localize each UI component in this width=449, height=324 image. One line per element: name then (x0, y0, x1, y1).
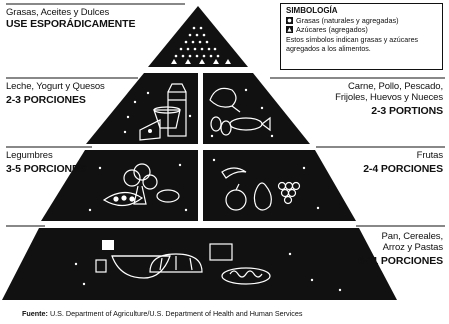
pasta-plate-icon (221, 267, 271, 285)
tier-vegetables (41, 150, 198, 221)
label-guide-lines (6, 3, 445, 227)
apple-icon (225, 183, 247, 211)
tier-label-meat: Carne, Pollo, Pescado, Frijoles, Huevos … (335, 81, 443, 118)
tier-name: Grasas, Aceites y Dulces (6, 7, 110, 18)
tier-label-fruits: Frutas 2-4 PORCIONES (363, 150, 443, 175)
top-tier-symbols (171, 26, 231, 64)
tier-label-vegetables: Legumbres 3-5 PORCIONES (6, 150, 86, 175)
cheese-icon (139, 119, 161, 141)
tier-servings: USE ESPORÁDICAMENTE (6, 17, 136, 30)
banana-icon (221, 167, 247, 179)
cereal-bowl-icon (111, 255, 171, 279)
tier-name: Leche, Yogurt y Quesos (6, 81, 105, 92)
tier-label-dairy: Leche, Yogurt y Quesos 2-3 PORCIONES (6, 81, 105, 106)
yogurt-icon (153, 106, 181, 129)
vegetable-foods (88, 163, 188, 212)
source-credit: Fuente: U.S. Department of Agriculture/U… (22, 309, 302, 318)
sugar-symbol-icon (286, 26, 293, 34)
meat-foods (209, 87, 274, 138)
source-label: Fuente: (22, 309, 48, 318)
legend-title: SIMBOLOGÍA (286, 6, 338, 15)
legend-sugar-label: Azúcares (agregados) (296, 25, 368, 35)
tier-grains (2, 228, 397, 300)
grapes-icon (277, 181, 301, 205)
pear-icon (253, 182, 272, 211)
tier-name-line-2: Arroz y Pastas (382, 241, 443, 253)
legend: SIMBOLOGÍA Grasas (naturales y agregadas… (280, 3, 443, 70)
pea-pod-icon (102, 191, 144, 207)
legend-note: Estos símbolos indican grasas y azúcares… (286, 36, 419, 53)
fruit-foods (212, 158, 320, 211)
tier-name-line-1: Carne, Pollo, Pescado, (348, 81, 443, 92)
dairy-foods (123, 83, 192, 141)
legend-row-sugars: Azúcares (agregados) (286, 25, 437, 34)
tier-name: Legumbres (6, 150, 53, 161)
tier-servings: 2-3 PORTIONS (371, 105, 443, 118)
tier-servings: 2-3 PORCIONES (6, 93, 86, 106)
tier-fruits (203, 150, 356, 221)
tier-servings: 2-4 PORCIONES (363, 162, 443, 175)
bread-loaf-icon (149, 253, 203, 273)
chicken-icon (209, 87, 241, 113)
legend-row-fats: Grasas (naturales y agregadas) (286, 16, 437, 25)
source-text: U.S. Department of Agriculture/U.S. Depa… (49, 309, 303, 318)
tier-servings: 3-5 PORCIONES (6, 162, 86, 175)
grain-foods (74, 240, 342, 292)
fat-symbol-icon (286, 17, 293, 25)
tier-label-fats: Grasas, Aceites y Dulces USE ESPORÁDICAM… (6, 7, 136, 30)
tier-servings: 6-11 PORCIONES (358, 255, 443, 268)
tier-fats-oils-sweets (148, 6, 248, 67)
tier-name: Frutas (416, 150, 443, 161)
tier-name-line-2: Frijoles, Huevos y Nueces (335, 91, 443, 103)
tier-meat (203, 73, 310, 144)
egg-icon (210, 116, 232, 136)
legend-fat-label: Grasas (naturales y agregadas) (296, 16, 399, 25)
tier-label-grains: Pan, Cereales, Arroz y Pastas 6-11 PORCI… (358, 231, 444, 268)
milk-carton-icon (167, 83, 187, 137)
tier-name-line-1: Pan, Cereales, (381, 231, 444, 242)
tier-dairy (86, 73, 198, 144)
